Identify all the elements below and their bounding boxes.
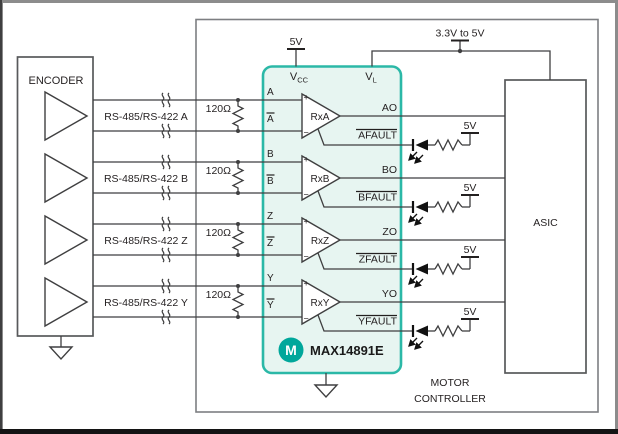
rx-plus: + bbox=[304, 93, 309, 103]
receiver-triangle-icon bbox=[301, 154, 342, 202]
termination-value: 120Ω bbox=[206, 103, 232, 115]
encoder-buffer-icon bbox=[44, 152, 89, 204]
rx-minus: − bbox=[304, 128, 309, 138]
pullup-resistor-icon: 5V bbox=[434, 244, 479, 276]
vcc-pin-base: V bbox=[290, 71, 298, 83]
led-icon bbox=[408, 139, 435, 164]
rx-minus: − bbox=[304, 252, 309, 262]
rx-plus: + bbox=[304, 217, 309, 227]
channel-a: RS-485/RS-422 A 120Ω A A + − RxA AO AFAU… bbox=[44, 87, 505, 164]
termination-value: 120Ω bbox=[206, 165, 232, 177]
bus-label: RS-485/RS-422 B bbox=[104, 173, 188, 185]
led-icon bbox=[408, 263, 435, 288]
chip-name: MAX14891E bbox=[310, 343, 384, 358]
encoder-buffer-icon bbox=[44, 90, 89, 142]
pin-label-p: A bbox=[267, 87, 274, 98]
encoder-label: ENCODER bbox=[28, 75, 83, 87]
pullup-resistor-icon: 5V bbox=[434, 306, 479, 338]
rx-minus: − bbox=[304, 190, 309, 200]
pullup-supply-label: 5V bbox=[464, 306, 477, 318]
termination-resistor-icon bbox=[231, 98, 245, 133]
bus-label: RS-485/RS-422 Z bbox=[104, 235, 188, 247]
encoder-ground-icon bbox=[48, 336, 74, 361]
fault-wire bbox=[317, 190, 412, 208]
channel-b: RS-485/RS-422 B 120Ω B B + − RxB BO BFAU… bbox=[44, 149, 505, 226]
pin-label-p: Z bbox=[267, 211, 273, 222]
pin-label-n: Z bbox=[267, 238, 273, 249]
line-break-icon bbox=[161, 154, 171, 201]
led-icon bbox=[408, 201, 435, 226]
logic-supply: 3.3V to 5V bbox=[371, 28, 551, 80]
rx-label: RxB bbox=[311, 174, 330, 185]
fault-wire bbox=[317, 128, 412, 146]
max14891e-chip-body bbox=[261, 65, 403, 375]
fault-wire bbox=[317, 314, 412, 332]
pin-label-n: A bbox=[267, 114, 274, 125]
vl-pin-label: VL bbox=[365, 71, 377, 85]
channel-z: RS-485/RS-422 Z 120Ω Z Z + − RxZ ZO ZFAU… bbox=[44, 211, 505, 288]
fault-label: ZFAULT bbox=[359, 254, 398, 266]
rx-minus: − bbox=[304, 314, 309, 324]
pin-label-n: B bbox=[267, 176, 274, 187]
fault-label: AFAULT bbox=[358, 130, 397, 142]
motor-controller-box bbox=[195, 18, 599, 413]
vcc-pin-label: VCC bbox=[290, 71, 309, 85]
fault-label: YFAULT bbox=[358, 316, 397, 328]
pullup-supply-label: 5V bbox=[464, 120, 477, 132]
vcc-supply: 5V bbox=[287, 36, 305, 67]
channel-y: RS-485/RS-422 Y 120Ω Y Y + − RxY YO YFAU… bbox=[44, 273, 505, 350]
out-label: ZO bbox=[382, 226, 397, 238]
vl-pin-sub: L bbox=[373, 76, 377, 85]
vcc-supply-label: 5V bbox=[290, 36, 303, 48]
receiver-triangle-icon bbox=[301, 216, 342, 264]
termination-resistor-icon bbox=[231, 222, 245, 257]
receiver-triangle-icon bbox=[301, 92, 342, 140]
termination-value: 120Ω bbox=[206, 289, 232, 301]
bus-label: RS-485/RS-422 A bbox=[104, 111, 187, 123]
differential-pair-wires bbox=[93, 223, 302, 256]
termination-resistor-icon bbox=[231, 284, 245, 319]
pin-label-n: Y bbox=[267, 300, 274, 311]
chip-ground-icon bbox=[313, 373, 339, 399]
line-break-icon bbox=[161, 216, 171, 263]
out-label: AO bbox=[382, 102, 397, 114]
led-icon bbox=[408, 325, 435, 350]
line-break-icon bbox=[161, 278, 171, 325]
pullup-supply-label: 5V bbox=[464, 244, 477, 256]
maxim-logo-letter: M bbox=[285, 342, 297, 358]
encoder-buffer-icon bbox=[44, 214, 89, 266]
fault-wire bbox=[317, 252, 412, 270]
pin-label-p: Y bbox=[267, 273, 274, 284]
pullup-supply-label: 5V bbox=[464, 182, 477, 194]
rx-plus: + bbox=[304, 279, 309, 289]
asic-label: ASIC bbox=[533, 217, 558, 229]
vl-pin-base: V bbox=[365, 71, 373, 83]
pullup-resistor-icon: 5V bbox=[434, 120, 479, 152]
differential-pair-wires bbox=[93, 161, 302, 194]
encoder-buffer-icon bbox=[44, 276, 89, 328]
asic-box bbox=[504, 79, 587, 374]
line-break-icon bbox=[161, 92, 171, 139]
logic-supply-label: 3.3V to 5V bbox=[435, 28, 484, 40]
termination-value: 120Ω bbox=[206, 227, 232, 239]
rx-label: RxA bbox=[311, 112, 330, 123]
out-label: BO bbox=[382, 164, 397, 176]
pullup-resistor-icon: 5V bbox=[434, 182, 479, 214]
differential-pair-wires bbox=[93, 285, 302, 318]
rx-label: RxZ bbox=[311, 236, 329, 247]
receiver-triangle-icon bbox=[301, 278, 342, 326]
bus-label: RS-485/RS-422 Y bbox=[104, 297, 188, 309]
rx-plus: + bbox=[304, 155, 309, 165]
differential-pair-wires bbox=[93, 99, 302, 132]
motor-controller-label-line1: MOTOR bbox=[431, 377, 470, 389]
maxim-logo-icon: M bbox=[278, 337, 304, 363]
vcc-pin-sub: CC bbox=[297, 76, 308, 85]
out-label: YO bbox=[382, 288, 397, 300]
motor-controller-label-line2: CONTROLLER bbox=[414, 393, 486, 405]
rx-label: RxY bbox=[311, 298, 330, 309]
termination-resistor-icon bbox=[231, 160, 245, 195]
pin-label-p: B bbox=[267, 149, 274, 160]
fault-label: BFAULT bbox=[358, 192, 397, 204]
